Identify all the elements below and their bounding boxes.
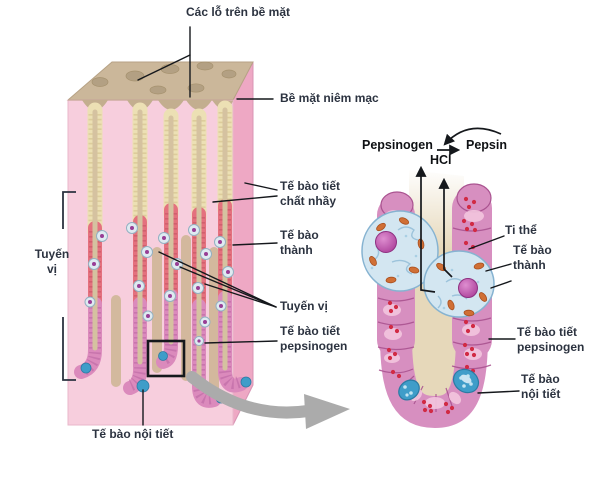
endocrine-cell-right-label: Tế bào nội tiết (521, 372, 561, 401)
pointer-lines (137, 26, 520, 426)
magnified-region-box (146, 339, 186, 378)
cube-right-face (232, 61, 254, 426)
gastric-gland-bracket-label: Tuyến vị (34, 247, 70, 276)
lamina-propria (111, 235, 219, 397)
endocrine-cells-detail (398, 368, 480, 401)
mitochondria (369, 217, 425, 284)
detail-gland (361, 170, 495, 429)
pepsinogen-label: Pepsinogen (362, 138, 433, 152)
parietal-cell-left-label: Tế bào thành (280, 228, 319, 257)
gland-tubes (74, 100, 248, 408)
surface-pits-label: Các lỗ trên bề mặt (185, 5, 291, 19)
hcl-secretion-arrow (438, 177, 453, 278)
mucous-cells-label: Tế bào tiết chất nhầy (280, 179, 341, 208)
parietal-cell-left-detail (361, 210, 439, 292)
parietal-cells-small (84, 222, 234, 346)
endocrine-cell-bottom-label: Tế bào nội tiết (92, 427, 174, 441)
parietal-cell-right-detail (423, 250, 495, 318)
parietal-cell-right-label: Tế bào thành (513, 243, 552, 272)
pepsinogen-cells-label: Tế bào tiết pepsinogen (280, 324, 348, 353)
gastric-gland-bracket (62, 191, 76, 381)
mucosal-surface-label: Bề mặt niêm mạc (280, 91, 379, 105)
hcl-label: HCl (430, 153, 452, 167)
gastric-gland-label: Tuyến vị (280, 299, 328, 313)
reaction-arrows (415, 127, 502, 293)
nucleus (375, 231, 397, 253)
surface-pit-holes (91, 61, 237, 95)
magnify-arrow (186, 371, 350, 429)
pepsin-feedback-arrow (443, 127, 502, 146)
nucleus (458, 278, 478, 298)
tissue-block (66, 61, 254, 426)
mitochondrion-label: Ti thể (505, 223, 537, 237)
pepsinogen-secretion-arrow (415, 165, 436, 293)
pepsinogen-cell-right-label: Tế bào tiết pepsinogen (517, 325, 585, 354)
pepsin-label: Pepsin (466, 138, 507, 152)
